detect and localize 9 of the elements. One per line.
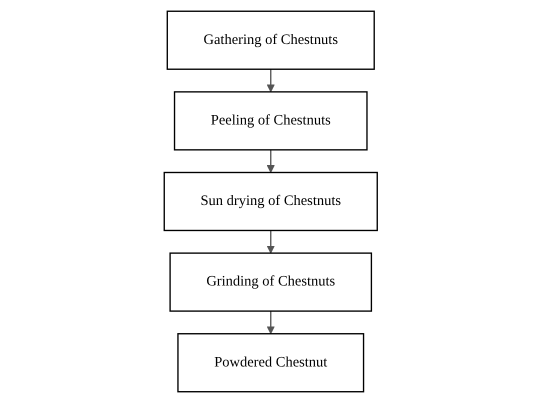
arrow bbox=[266, 150, 274, 173]
node-box: Gathering of Chestnuts bbox=[166, 10, 375, 70]
arrow bbox=[266, 230, 274, 254]
arrow bbox=[266, 69, 274, 92]
node-box: Grinding of Chestnuts bbox=[169, 252, 372, 312]
node-box: Powdered Chestnut bbox=[177, 333, 364, 392]
arrow bbox=[266, 311, 274, 334]
node-box: Peeling of Chestnuts bbox=[174, 91, 368, 151]
node-box: Sun drying of Chestnuts bbox=[163, 172, 378, 232]
